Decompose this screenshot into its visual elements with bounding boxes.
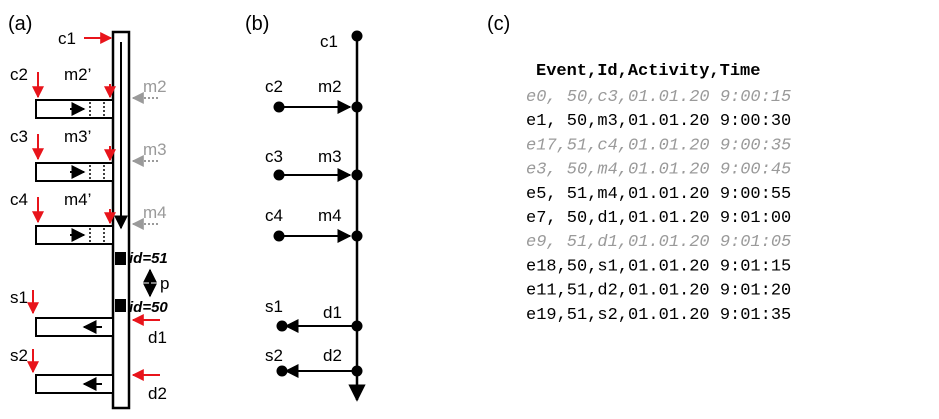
panel-a: (a) c1 c2 m2’ m2 c3 m3’ m3 c4 <box>8 13 169 410</box>
label-c4: c4 <box>10 190 28 209</box>
label-d1: d1 <box>148 328 167 347</box>
b-label-m3: m3 <box>318 147 342 166</box>
label-c3: c3 <box>10 127 28 146</box>
b-label-d2: d2 <box>323 346 342 365</box>
b-label-s2: s2 <box>265 346 283 365</box>
b-label-d1: d1 <box>323 303 342 322</box>
log-header: Event,Id,Activity,Time <box>536 62 760 81</box>
log-row: e0, 50,c3,01.01.20 9:00:15 <box>526 88 791 107</box>
panel-c-title: (c) <box>487 13 510 35</box>
label-s2: s2 <box>10 346 28 365</box>
b-label-m2: m2 <box>318 77 342 96</box>
label-s1: s1 <box>10 288 28 307</box>
panel-b: (b) c1 c2 m2 c3 m3 c4 m4 s1 d1 s2 d2 <box>245 13 366 402</box>
label-p: p <box>160 274 169 293</box>
item-50 <box>115 299 126 312</box>
label-c1: c1 <box>58 29 76 48</box>
node-c1 <box>351 30 363 42</box>
b-label-s1: s1 <box>265 297 283 316</box>
log-row: e3, 50,m4,01.01.20 9:00:45 <box>526 161 791 180</box>
log-row: e11,51,d2,01.01.20 9:01:20 <box>526 282 791 301</box>
log-row: e5, 51,m4,01.01.20 9:00:55 <box>526 185 791 204</box>
node-s2 <box>276 365 288 377</box>
event-log: e0, 50,c3,01.01.20 9:00:15 e1, 50,m3,01.0… <box>526 88 791 325</box>
log-row: e17,51,c4,01.01.20 9:00:35 <box>526 136 791 155</box>
label-m2: m2 <box>143 77 167 96</box>
log-row: e7, 50,d1,01.01.20 9:01:00 <box>526 209 791 228</box>
label-m3: m3 <box>143 140 167 159</box>
b-label-c3: c3 <box>265 147 283 166</box>
panel-a-title: (a) <box>8 13 32 35</box>
panel-c: (c) Event,Id,Activity,Time e0, 50,c3,01.… <box>487 13 791 325</box>
node-m3 <box>351 169 363 181</box>
label-d2: d2 <box>148 384 167 403</box>
b-label-c4: c4 <box>265 206 283 225</box>
log-row: e18,50,s1,01.01.20 9:01:15 <box>526 257 791 276</box>
label-m4-prime: m4’ <box>64 190 91 209</box>
label-c2: c2 <box>10 65 28 84</box>
log-row: e19,51,s2,01.01.20 9:01:35 <box>526 306 791 325</box>
label-m3-prime: m3’ <box>64 127 91 146</box>
b-label-m4: m4 <box>318 206 342 225</box>
node-m2 <box>351 101 363 113</box>
node-m4 <box>351 230 363 242</box>
log-row: e1, 50,m3,01.01.20 9:00:30 <box>526 112 791 131</box>
node-s1 <box>276 320 288 332</box>
panel-b-title: (b) <box>245 13 269 35</box>
b-label-c2: c2 <box>265 77 283 96</box>
label-id51: id=51 <box>129 250 168 267</box>
label-m4: m4 <box>143 203 167 222</box>
log-row: e9, 51,d1,01.01.20 9:01:05 <box>526 233 791 252</box>
b-label-c1: c1 <box>320 32 338 51</box>
label-m2-prime: m2’ <box>64 65 91 84</box>
item-51 <box>115 252 126 265</box>
label-id50: id=50 <box>129 299 168 316</box>
